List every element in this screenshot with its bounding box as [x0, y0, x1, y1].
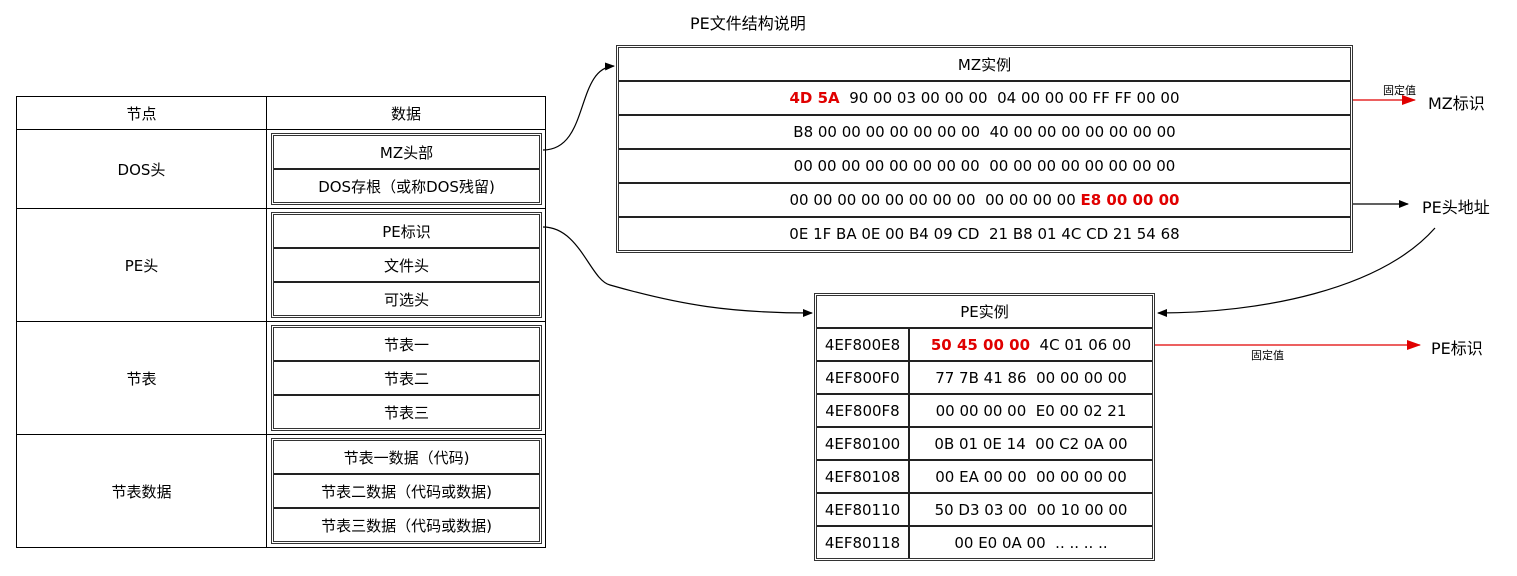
hex-bytes: 00 00 00 00 00 00 00 00 00 00 00 00 — [789, 191, 1081, 209]
pe-offset-bytes: E8 00 00 00 — [1080, 191, 1180, 209]
address: 4EF800F0 — [817, 362, 910, 393]
hex-bytes: 00 00 00 00 E0 00 02 21 — [935, 401, 1127, 420]
item-section-2: 节表二 — [274, 362, 539, 396]
row-section-data: 节表数据 节表一数据（代码) 节表二数据（代码或数据) 节表三数据（代码或数据) — [17, 435, 545, 547]
pe-signature-bytes: 50 45 00 00 — [930, 335, 1031, 354]
item-section-data-1: 节表一数据（代码) — [274, 441, 539, 475]
address: 4EF800E8 — [817, 329, 910, 360]
node-label: PE头 — [17, 209, 267, 321]
hex-bytes: 90 00 03 00 00 00 04 00 00 00 FF FF 00 0… — [839, 89, 1180, 107]
pe-row: 4EF800F8 00 00 00 00 E0 00 02 21 — [817, 395, 1152, 428]
item-section-data-3: 节表三数据（代码或数据) — [321, 516, 492, 535]
mz-row: B8 00 00 00 00 00 00 00 40 00 00 00 00 0… — [619, 116, 1350, 150]
item-section-3: 节表三 — [383, 403, 429, 422]
pe-row: 4EF80100 0B 01 0E 14 00 C2 0A 00 — [817, 428, 1152, 461]
node-label: DOS头 — [17, 130, 267, 208]
fixed-value-label: 固定值 — [1251, 349, 1284, 362]
pe-structure-table: 节点 数据 DOS头 MZ头部 DOS存根（或称DOS残留) PE头 PE标识 … — [16, 96, 546, 548]
item-file-header: 文件头 — [274, 249, 539, 283]
mz-row: 4D 5A 90 00 03 00 00 00 04 00 00 00 FF F… — [619, 82, 1350, 116]
item-section-1: 节表一 — [274, 328, 539, 362]
pe-row: 4EF800F0 77 7B 41 86 00 00 00 00 — [817, 362, 1152, 395]
hex-bytes: 00 E0 0A 00 .. .. .. .. — [954, 533, 1108, 552]
pe-row: 4EF800E8 50 45 00 00 4C 01 06 00 — [817, 329, 1152, 362]
pe-header-address-label: PE头地址 — [1422, 198, 1490, 217]
address: 4EF80108 — [817, 461, 910, 492]
item-dos-stub: DOS存根（或称DOS残留) — [318, 177, 495, 196]
structure-table-header: 节点 数据 — [17, 97, 545, 130]
dos-header-items: MZ头部 DOS存根（或称DOS残留) — [271, 133, 542, 205]
hex-bytes: 0B 01 0E 14 00 C2 0A 00 — [934, 434, 1128, 453]
address: 4EF80100 — [817, 428, 910, 459]
hex-bytes: 77 7B 41 86 00 00 00 00 — [935, 368, 1127, 387]
fixed-value-label: 固定值 — [1383, 84, 1416, 97]
mz-signature-bytes: 4D 5A — [789, 89, 840, 107]
mz-example-table: MZ实例 4D 5A 90 00 03 00 00 00 04 00 00 00… — [616, 45, 1353, 253]
pe-row: 4EF80108 00 EA 00 00 00 00 00 00 — [817, 461, 1152, 494]
header-node: 节点 — [17, 97, 267, 129]
address: 4EF800F8 — [817, 395, 910, 426]
item-mz-header: MZ头部 — [274, 136, 539, 170]
node-label: 节表数据 — [17, 435, 267, 547]
diagram-title: PE文件结构说明 — [690, 14, 806, 33]
hex-bytes: 0E 1F BA 0E 00 B4 09 CD 21 B8 01 4C CD 2… — [789, 225, 1180, 243]
row-pe-header: PE头 PE标识 文件头 可选头 — [17, 209, 545, 322]
item-pe-signature: PE标识 — [274, 215, 539, 249]
address: 4EF80110 — [817, 494, 910, 525]
hex-bytes: 50 D3 03 00 00 10 00 00 — [934, 500, 1128, 519]
pe-row: 4EF80118 00 E0 0A 00 .. .. .. .. — [817, 527, 1152, 558]
mz-row: 00 00 00 00 00 00 00 00 00 00 00 00 E8 0… — [619, 184, 1350, 218]
connector-pe-address-to-pe-example — [1157, 227, 1436, 317]
node-label: 节表 — [17, 322, 267, 434]
header-data: 数据 — [390, 104, 421, 123]
hex-bytes: 00 00 00 00 00 00 00 00 00 00 00 00 00 0… — [793, 157, 1176, 175]
item-optional-header: 可选头 — [383, 290, 429, 309]
section-table-items: 节表一 节表二 节表三 — [271, 325, 542, 431]
hex-bytes: B8 00 00 00 00 00 00 00 40 00 00 00 00 0… — [793, 123, 1176, 141]
mz-example-title: MZ实例 — [619, 48, 1350, 82]
row-dos-header: DOS头 MZ头部 DOS存根（或称DOS残留) — [17, 130, 545, 209]
connector-pe-signature-to-pe-example — [542, 226, 813, 317]
pe-example-table: PE实例 4EF800E8 50 45 00 00 4C 01 06 00 4E… — [814, 293, 1155, 561]
row-section-table: 节表 节表一 节表二 节表三 — [17, 322, 545, 435]
mz-signature-label: MZ标识 — [1428, 94, 1485, 113]
hex-bytes: 00 EA 00 00 00 00 00 00 — [935, 467, 1127, 486]
section-data-items: 节表一数据（代码) 节表二数据（代码或数据) 节表三数据（代码或数据) — [271, 438, 542, 544]
item-section-data-2: 节表二数据（代码或数据) — [274, 475, 539, 509]
pe-signature-label: PE标识 — [1431, 339, 1483, 358]
address: 4EF80118 — [817, 527, 910, 558]
mz-row: 0E 1F BA 0E 00 B4 09 CD 21 B8 01 4C CD 2… — [619, 218, 1350, 250]
pe-row: 4EF80110 50 D3 03 00 00 10 00 00 — [817, 494, 1152, 527]
connector-mz-header-to-mz-example — [542, 62, 615, 151]
pe-header-items: PE标识 文件头 可选头 — [271, 212, 542, 318]
hex-bytes: 4C 01 06 00 — [1030, 335, 1132, 354]
mz-row: 00 00 00 00 00 00 00 00 00 00 00 00 00 0… — [619, 150, 1350, 184]
pe-example-title: PE实例 — [817, 296, 1152, 329]
